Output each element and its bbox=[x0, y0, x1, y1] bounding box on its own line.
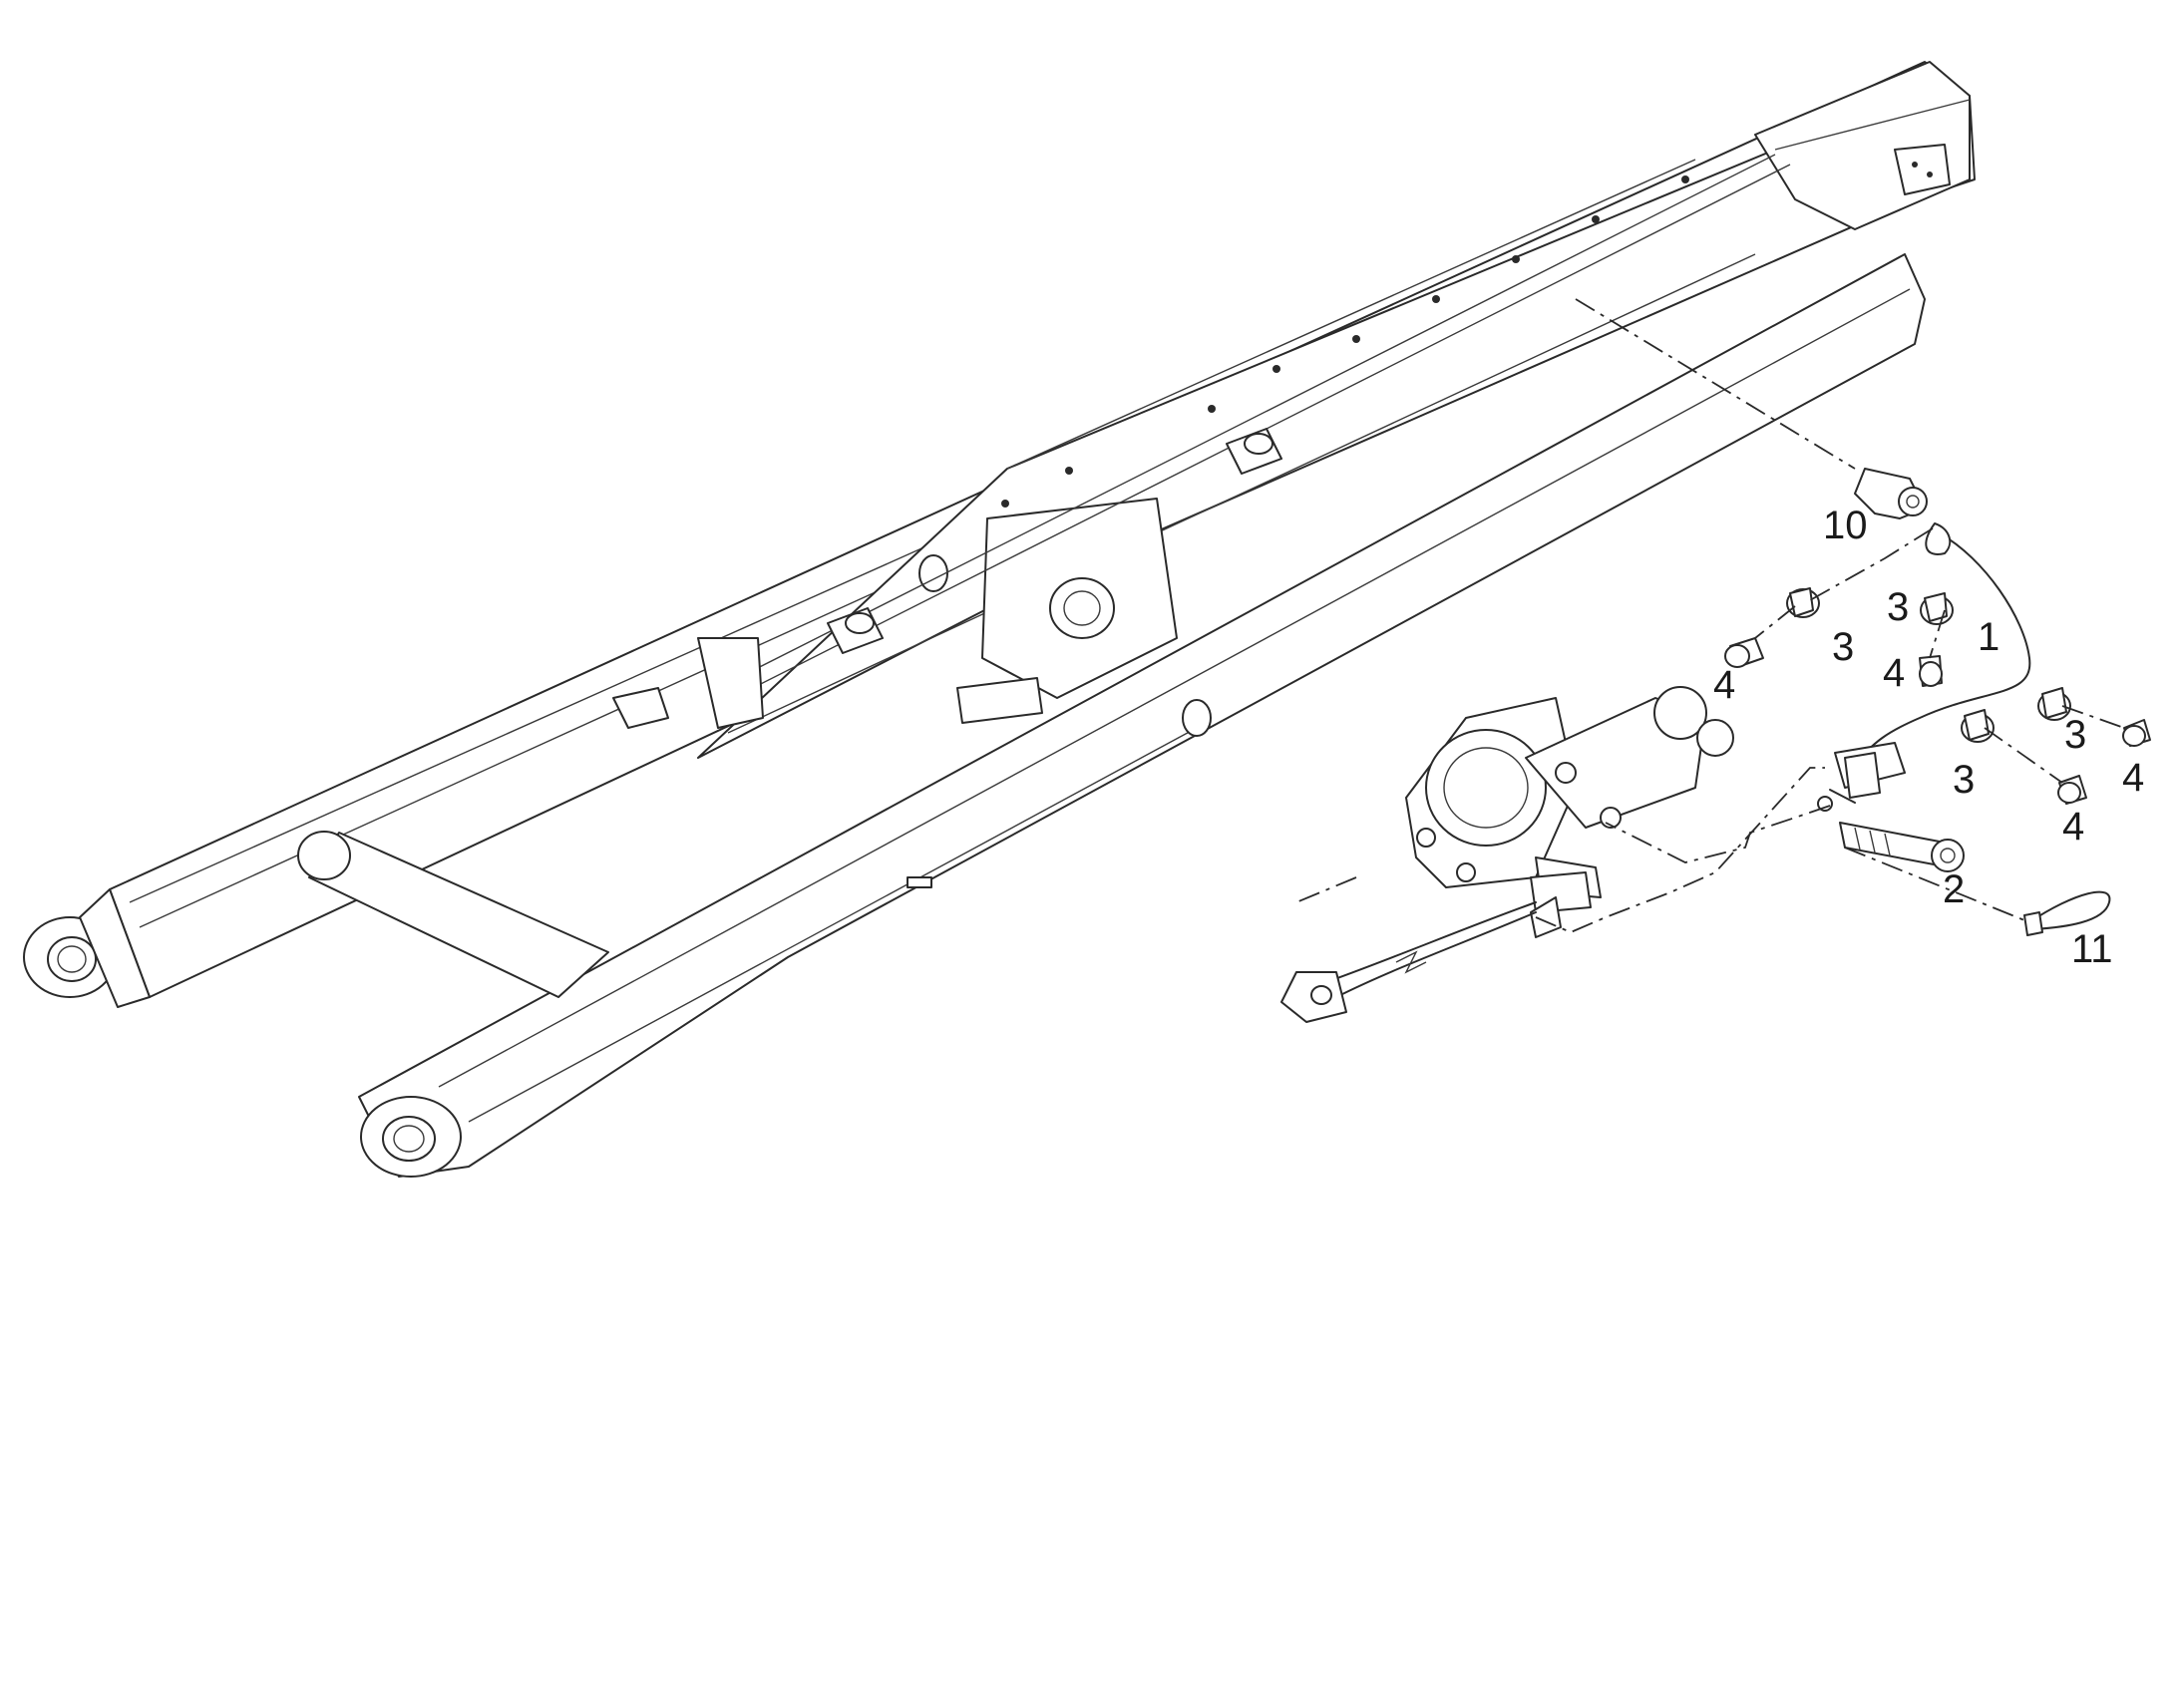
callout-3: 3 bbox=[1887, 585, 1909, 629]
boom-name-plate bbox=[907, 876, 932, 888]
pivot-boss-far bbox=[23, 888, 151, 1008]
clamp-part-3c bbox=[2037, 687, 2071, 721]
center-bracket bbox=[956, 498, 1178, 724]
cable-tie-part-11 bbox=[2023, 890, 2111, 936]
callout-10: 10 bbox=[1823, 504, 1868, 547]
sensor-body bbox=[1844, 752, 1881, 799]
screw-part-4a bbox=[1724, 637, 1764, 668]
boom-tip-bracket bbox=[1894, 144, 1951, 195]
screw-part-4c bbox=[2122, 719, 2151, 747]
clamp-part-3d bbox=[1961, 709, 1995, 743]
callout-3: 3 bbox=[1953, 758, 1975, 802]
pivot-boss-near bbox=[360, 1096, 462, 1178]
callout-4: 4 bbox=[2122, 756, 2144, 800]
callout-labels: 10 1 3 3 4 4 3 4 3 4 2 11 bbox=[1713, 504, 2144, 971]
callout-3: 3 bbox=[2064, 713, 2086, 757]
callout-4: 4 bbox=[2062, 805, 2084, 849]
clamp-part-3b bbox=[1920, 592, 1954, 625]
callout-2: 2 bbox=[1943, 867, 1965, 911]
clamp-part-3a bbox=[1786, 587, 1820, 618]
boom-top-plate bbox=[697, 149, 1966, 759]
sensor-cable bbox=[1817, 522, 2031, 812]
callout-4: 4 bbox=[1713, 663, 1735, 707]
line-clamp-top bbox=[827, 428, 1282, 654]
wire-harness bbox=[1280, 901, 1537, 1023]
screw-part-4d bbox=[2057, 775, 2087, 805]
cross-tube bbox=[297, 831, 609, 998]
valve-assembly bbox=[1405, 686, 1734, 938]
screw-part-4b bbox=[1919, 655, 1943, 687]
boom-arm-assembly bbox=[23, 61, 1976, 1178]
boom-sensor-bracket bbox=[612, 637, 764, 729]
callout-4: 4 bbox=[1883, 651, 1905, 695]
plug-part-10 bbox=[1854, 468, 1928, 519]
callout-3: 3 bbox=[1832, 625, 1854, 669]
callout-1: 1 bbox=[1978, 615, 1999, 659]
bolt-part-2 bbox=[1839, 822, 1965, 872]
rail-holes bbox=[918, 175, 1689, 737]
callout-11: 11 bbox=[2071, 927, 2113, 971]
assembly-centerlines bbox=[1295, 298, 2125, 933]
